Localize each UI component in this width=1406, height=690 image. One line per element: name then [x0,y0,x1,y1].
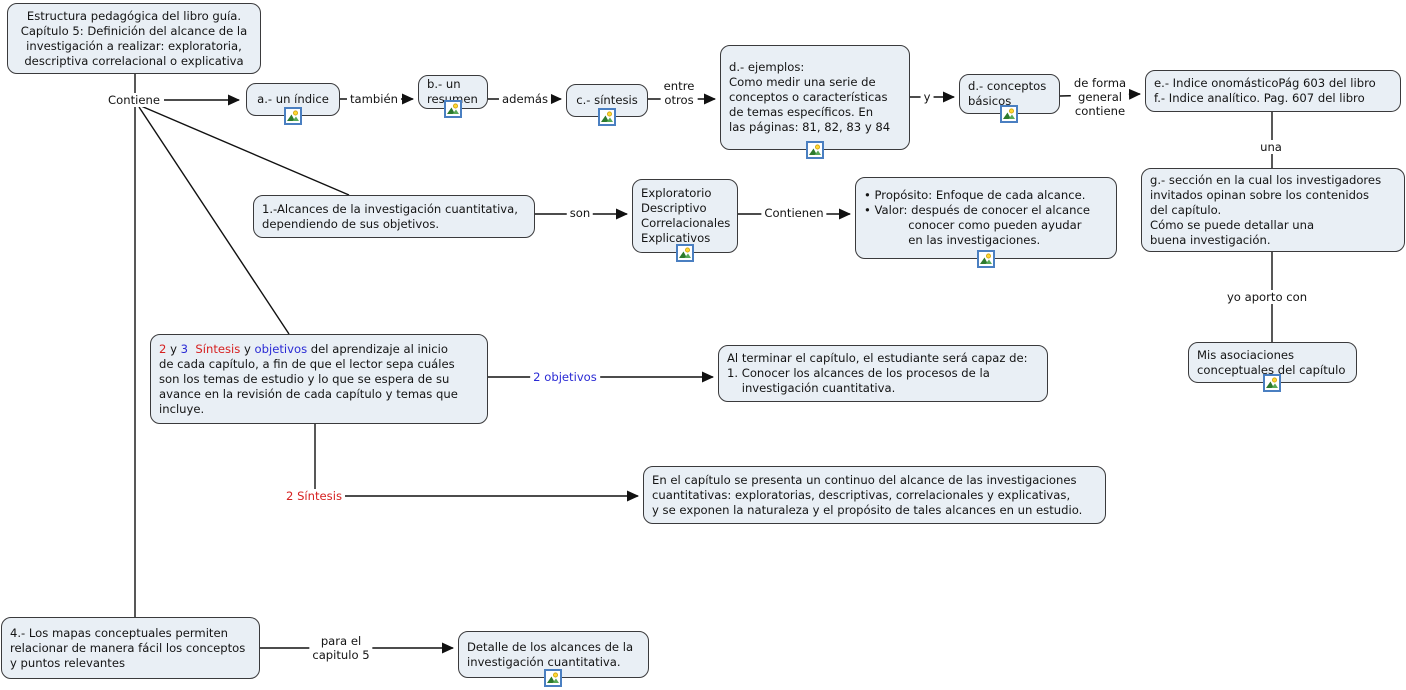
link-ademas[interactable]: además [498,92,552,106]
node-detalle[interactable]: Detalle de los alcances de la investigac… [458,631,649,678]
node-title[interactable]: Estructura pedagógica del libro guía. Ca… [7,3,261,74]
image-resource-icon[interactable] [598,108,616,126]
image-resource-icon[interactable] [676,244,694,262]
link-para-el-capitulo-5[interactable]: para el capitulo 5 [309,634,373,662]
node-seccion-g[interactable]: g.- sección en la cual los investigadore… [1141,168,1405,252]
link-2-sintesis[interactable]: 2 Síntesis [283,489,345,503]
node-al-terminar[interactable]: Al terminar el capítulo, el estudiante s… [718,345,1048,402]
node-alcances[interactable]: 1.-Alcances de la investigación cuantita… [253,195,535,238]
node-tipos-alcance[interactable]: Exploratorio Descriptivo Correlacionales… [632,179,738,253]
image-resource-icon[interactable] [806,141,824,159]
link-son[interactable]: son [566,206,594,220]
link-entre-otros[interactable]: entre otros [660,79,698,107]
link-yo-aporto-con[interactable]: yo aporto con [1223,290,1311,304]
link-y[interactable]: y [920,90,934,104]
image-resource-icon[interactable] [1000,105,1018,123]
node-indices-ef[interactable]: e.- Indice onomásticoPág 603 del libro f… [1145,70,1401,112]
node-ejemplos[interactable]: d.- ejemplos: Como medir una serie de co… [720,45,910,150]
link-2-objetivos[interactable]: 2 objetivos [530,370,600,384]
node-en-capitulo[interactable]: En el capítulo se presenta un continuo d… [643,466,1106,524]
image-resource-icon[interactable] [977,250,995,268]
node-proposito-valor[interactable]: • Propósito: Enfoque de cada alcance. • … [855,177,1117,259]
image-resource-icon[interactable] [284,107,302,125]
image-resource-icon[interactable] [1263,374,1281,392]
image-resource-icon[interactable] [544,669,562,687]
node-sintesis-objetivos[interactable]: 2 y 3 Síntesis y objetivos del aprendiza… [150,334,488,424]
link-contiene[interactable]: Contiene [105,93,163,107]
node-mapas-conceptuales[interactable]: 4.- Los mapas conceptuales permiten rela… [1,617,260,679]
link-tambien[interactable]: también [346,92,402,106]
link-de-forma-general[interactable]: de forma general contiene [1070,76,1130,118]
link-una[interactable]: una [1257,140,1285,154]
image-resource-icon[interactable] [444,100,462,118]
link-contienen[interactable]: Contienen [761,206,827,220]
